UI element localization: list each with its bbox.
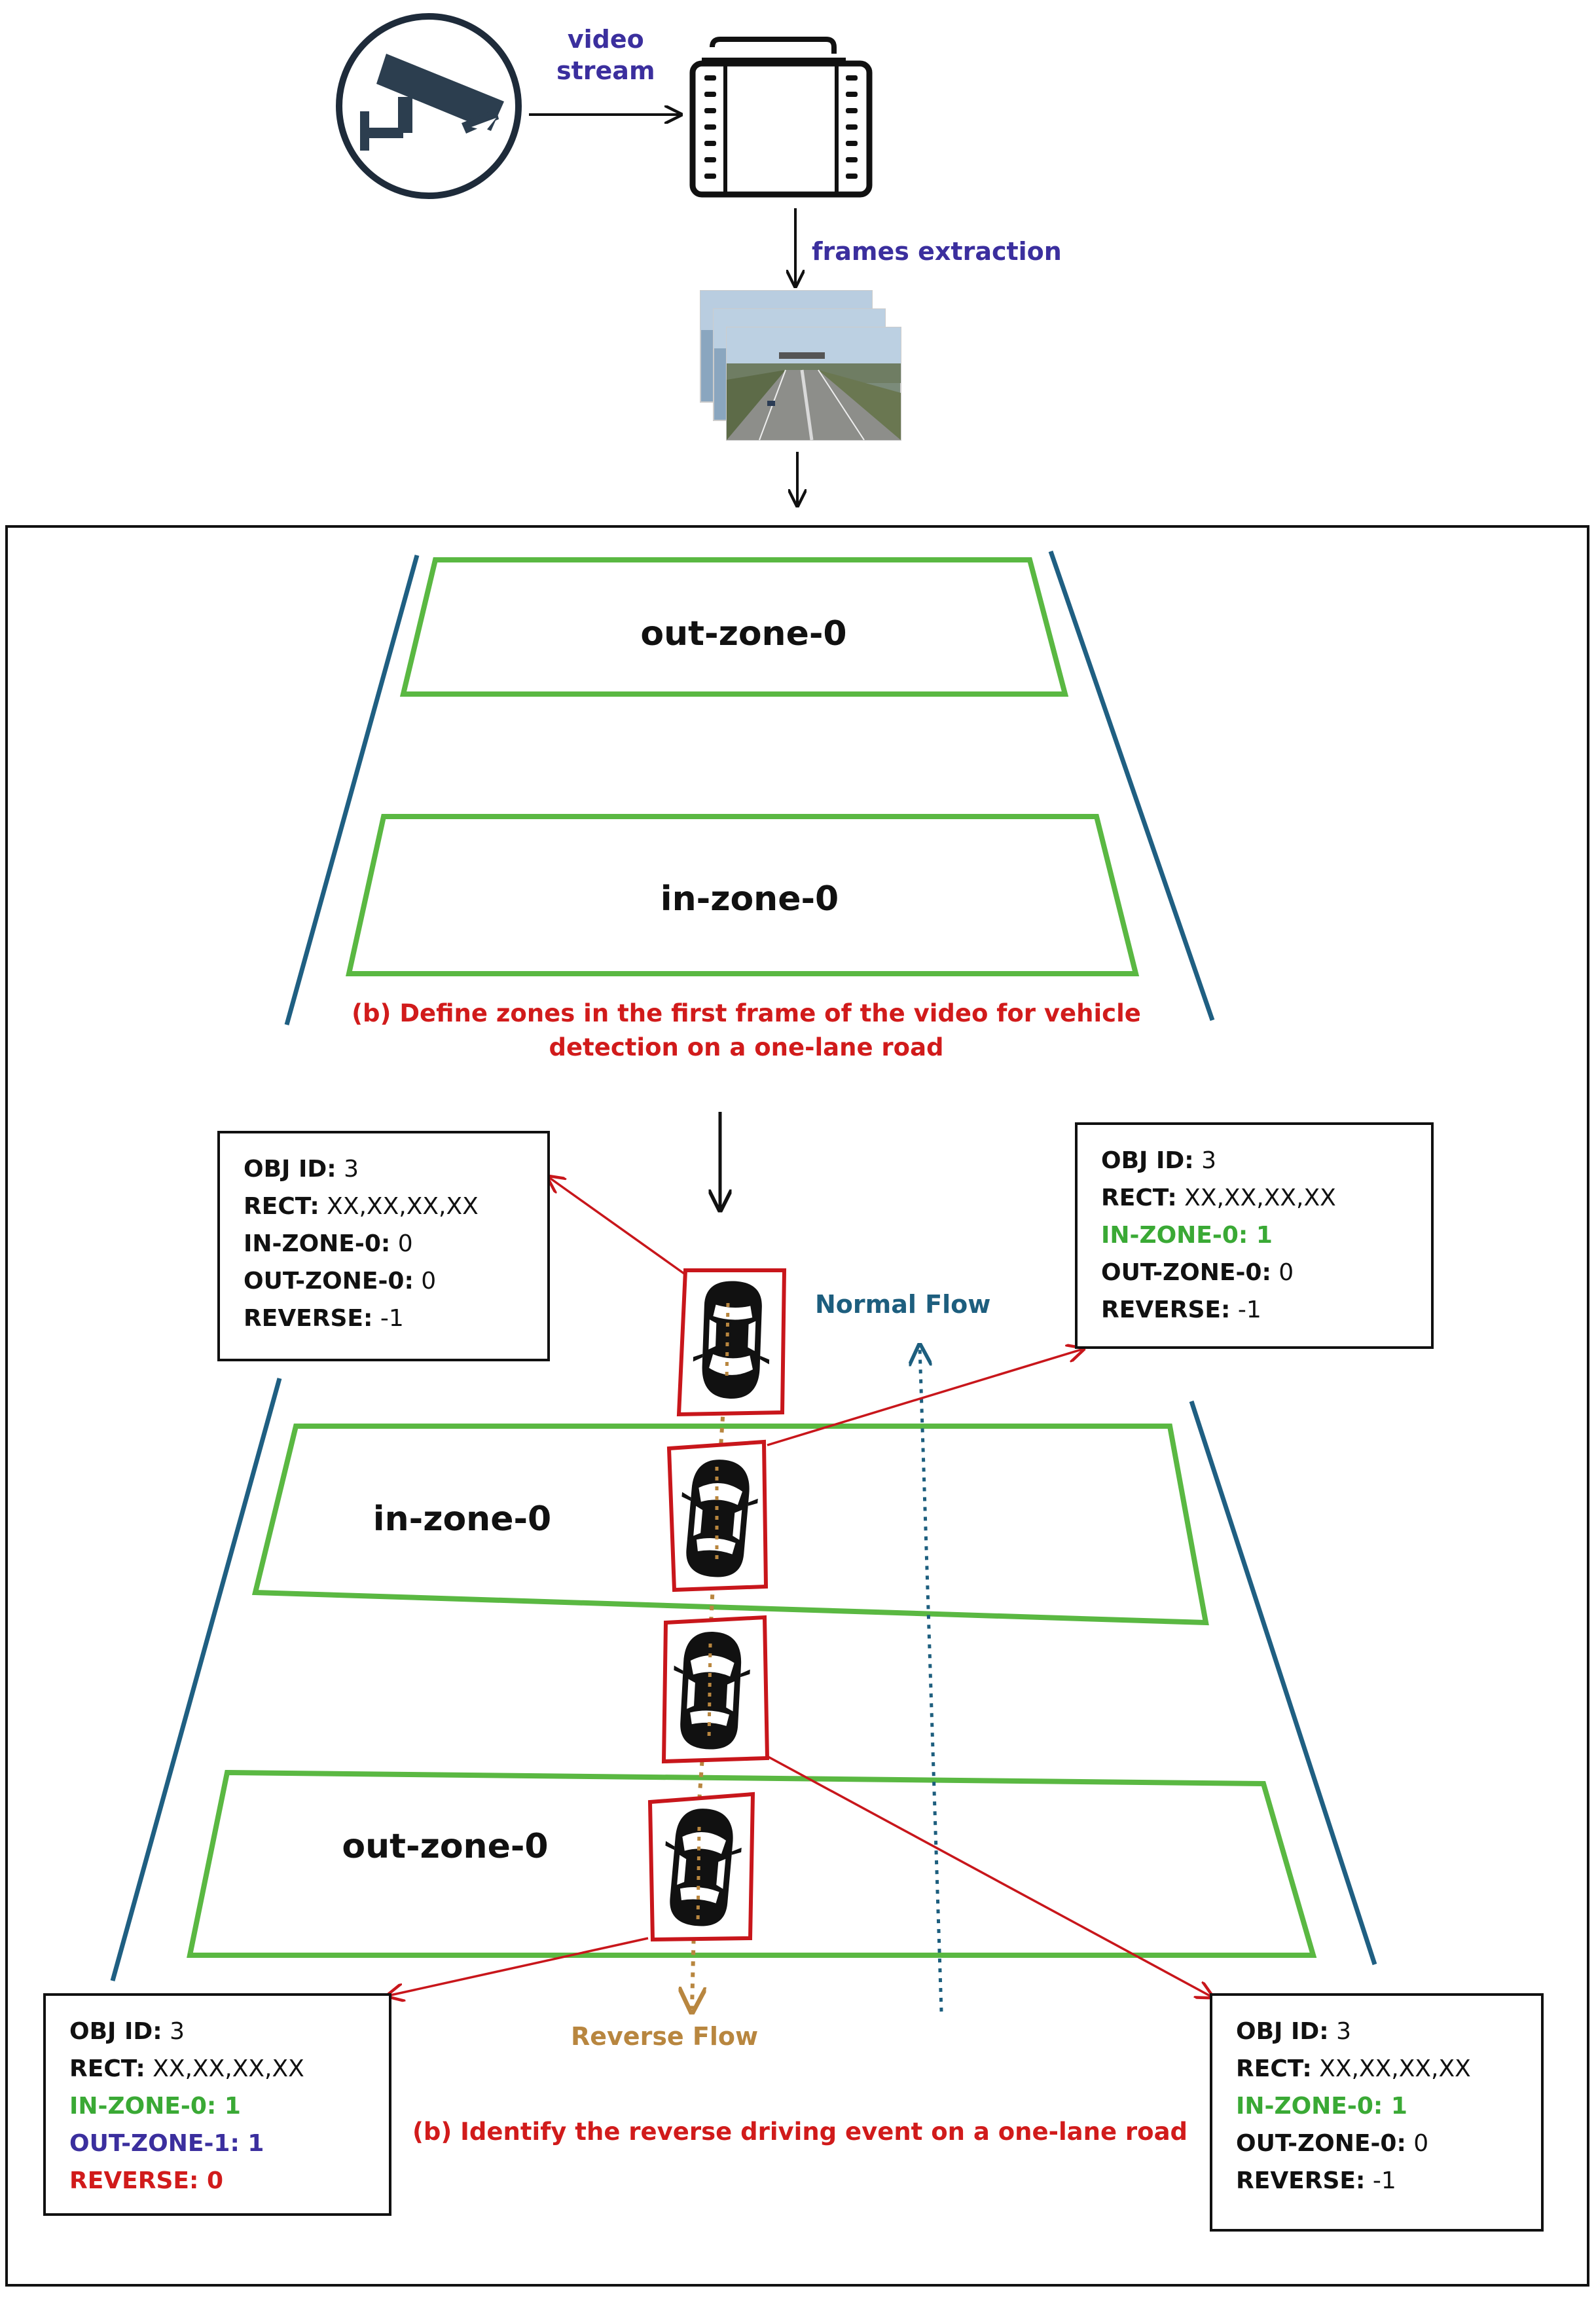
lane-line-left-lower — [110, 1378, 282, 1981]
highway-frames-image — [700, 290, 901, 441]
info-key: IN-ZONE-0: — [1101, 1222, 1248, 1249]
video-stream-label-line2: stream — [556, 56, 655, 85]
in-zone-label-lower: in-zone-0 — [372, 1499, 552, 1539]
info-value: 1 — [216, 2093, 241, 2120]
info-key: OUT-ZONE-1: — [69, 2130, 240, 2157]
info-key: IN-ZONE-0: — [69, 2093, 217, 2120]
info-key: OBJ ID: — [1101, 1147, 1194, 1174]
lane-line-left-upper — [284, 555, 420, 1025]
normal-flow-label: Normal Flow — [815, 1290, 991, 1319]
info-row: OUT-ZONE-0: 0 — [1236, 2125, 1541, 2162]
video-stream-label-line1: video — [567, 25, 644, 54]
info-key: OUT-ZONE-0: — [1236, 2130, 1406, 2157]
info-value: XX,XX,XX,XX — [319, 1193, 479, 1220]
frames-extraction-label: frames extraction — [812, 237, 1062, 266]
in-zone-label-upper: in-zone-0 — [660, 879, 839, 919]
info-row: IN-ZONE-0: 1 — [69, 2087, 389, 2125]
info-value: 0 — [1406, 2130, 1429, 2157]
upper-caption: (b) Define zones in the first frame of t… — [352, 997, 1141, 1065]
film-strip-icon — [689, 37, 873, 198]
info-value: 0 — [413, 1268, 437, 1295]
car-detection-3 — [661, 1615, 770, 1764]
info-key: RECT: — [1101, 1185, 1177, 1211]
info-value: 1 — [1248, 1222, 1273, 1249]
info-value: 1 — [239, 2130, 264, 2157]
info-row: REVERSE: -1 — [1101, 1291, 1431, 1329]
info-value: -1 — [1230, 1297, 1261, 1323]
info-row: OBJ ID: 3 — [69, 2013, 389, 2050]
info-value: XX,XX,XX,XX — [1176, 1185, 1336, 1211]
info-row: OBJ ID: 3 — [244, 1150, 547, 1188]
info-key: REVERSE: — [1236, 2167, 1366, 2194]
video-stream-label: video stream — [556, 24, 655, 86]
info-key: REVERSE: — [244, 1305, 373, 1332]
info-key: RECT: — [69, 2055, 145, 2082]
out-zone-label-upper: out-zone-0 — [640, 614, 847, 653]
cctv-camera-icon — [336, 13, 522, 199]
info-value: -1 — [372, 1305, 404, 1332]
info-value: 0 — [198, 2167, 223, 2194]
info-row: OUT-ZONE-0: 0 — [1101, 1254, 1431, 1291]
info-key: OBJ ID: — [1236, 2018, 1329, 2045]
info-key: OBJ ID: — [244, 1156, 336, 1183]
info-value: 1 — [1383, 2093, 1407, 2120]
info-key: RECT: — [1236, 2055, 1312, 2082]
info-value: XX,XX,XX,XX — [145, 2055, 304, 2082]
upper-caption-line1: (b) Define zones in the first frame of t… — [352, 999, 1141, 1027]
out-zone-polygon-upper — [399, 557, 1069, 697]
main-panel — [5, 525, 1589, 2287]
car-detection-4 — [647, 1792, 755, 1942]
info-key: REVERSE: — [1101, 1297, 1231, 1323]
out-zone-polygon-lower — [187, 1769, 1317, 1958]
info-row: IN-ZONE-0: 0 — [244, 1225, 547, 1262]
info-key: OUT-ZONE-0: — [1101, 1259, 1271, 1286]
info-key: IN-ZONE-0: — [244, 1230, 391, 1257]
info-row: OUT-ZONE-0: 0 — [244, 1262, 547, 1300]
info-row: OBJ ID: 3 — [1101, 1142, 1431, 1179]
info-key: OBJ ID: — [69, 2018, 162, 2045]
info-value: XX,XX,XX,XX — [1311, 2055, 1471, 2082]
normal-flow-arrow — [920, 1348, 943, 2012]
info-row: REVERSE: 0 — [69, 2162, 389, 2199]
info-value: 3 — [336, 1156, 359, 1183]
info-value: -1 — [1365, 2167, 1396, 2194]
info-row: RECT: XX,XX,XX,XX — [244, 1188, 547, 1225]
info-value: 3 — [162, 2018, 185, 2045]
info-row: REVERSE: -1 — [1236, 2162, 1541, 2199]
info-value: 3 — [1328, 2018, 1352, 2045]
upper-caption-line2: detection on a one-lane road — [549, 1033, 944, 1061]
in-zone-polygon-lower — [251, 1424, 1209, 1626]
lower-caption: (b) Identify the reverse driving event o… — [412, 2118, 1188, 2146]
info-value: 0 — [390, 1230, 413, 1257]
info-key: REVERSE: — [69, 2167, 199, 2194]
info-row: OBJ ID: 3 — [1236, 2013, 1541, 2050]
reverse-flow-label: Reverse Flow — [571, 2022, 759, 2051]
info-value: 0 — [1271, 1259, 1294, 1286]
info-row: IN-ZONE-0: 1 — [1236, 2087, 1541, 2125]
info-row: IN-ZONE-0: 1 — [1101, 1217, 1431, 1254]
info-row: RECT: XX,XX,XX,XX — [1236, 2050, 1541, 2087]
info-row: RECT: XX,XX,XX,XX — [69, 2050, 389, 2087]
info-key: IN-ZONE-0: — [1236, 2093, 1383, 2120]
out-zone-label-lower: out-zone-0 — [342, 1827, 549, 1866]
in-zone-polygon-upper — [346, 814, 1140, 976]
info-row: REVERSE: -1 — [244, 1300, 547, 1337]
info-key: RECT: — [244, 1193, 319, 1220]
car-detection-1 — [676, 1268, 787, 1417]
info-value: 3 — [1193, 1147, 1217, 1174]
info-row: RECT: XX,XX,XX,XX — [1101, 1179, 1431, 1217]
lane-line-right-lower — [1189, 1400, 1377, 1966]
info-key: OUT-ZONE-0: — [244, 1268, 414, 1295]
lane-line-right-upper — [1048, 550, 1215, 1021]
info-row: OUT-ZONE-1: 1 — [69, 2125, 389, 2162]
